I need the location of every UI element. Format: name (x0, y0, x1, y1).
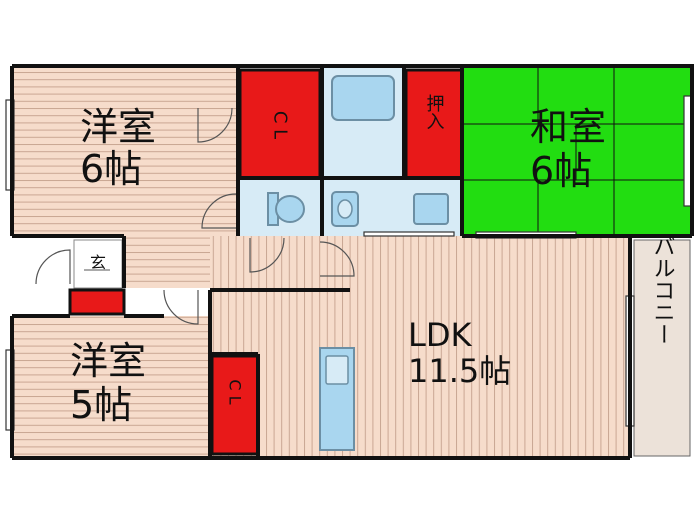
western-room-5-floor (12, 316, 210, 456)
closet-bottom (210, 354, 260, 456)
closet-top-label: C L (270, 111, 291, 139)
oshiire-label: 押入 (424, 94, 445, 130)
walls (10, 64, 694, 460)
ldk-upper-floor (324, 236, 630, 288)
western-room-5-name: 洋室 (70, 339, 146, 383)
closet-bottom-label: C L (226, 379, 245, 404)
western-room-6-name: 洋室 (80, 105, 156, 149)
western-room-5-size: 5帖 (70, 383, 132, 427)
western-room-6-size: 6帖 (80, 147, 142, 191)
washbasin-icon (331, 191, 359, 227)
japanese-room-tatami (462, 68, 690, 236)
western-room-6-floor (12, 68, 238, 236)
toilet-icon (267, 192, 305, 226)
japanese-room-name: 和室 (530, 105, 606, 149)
balcony-area (633, 239, 691, 457)
ldk-size: 11.5帖 (408, 352, 511, 390)
kitchen-sink-icon (325, 355, 349, 385)
entrance-shoe-box (68, 288, 126, 316)
ldk-name: LDK (408, 316, 472, 354)
bathtub-icon (331, 75, 395, 121)
door-swings (35, 107, 355, 325)
balcony-label: バルコニー (650, 235, 675, 345)
entrance-label: 玄 (90, 253, 106, 272)
japanese-room-size: 6帖 (530, 149, 592, 193)
washing-machine-icon (413, 193, 449, 225)
